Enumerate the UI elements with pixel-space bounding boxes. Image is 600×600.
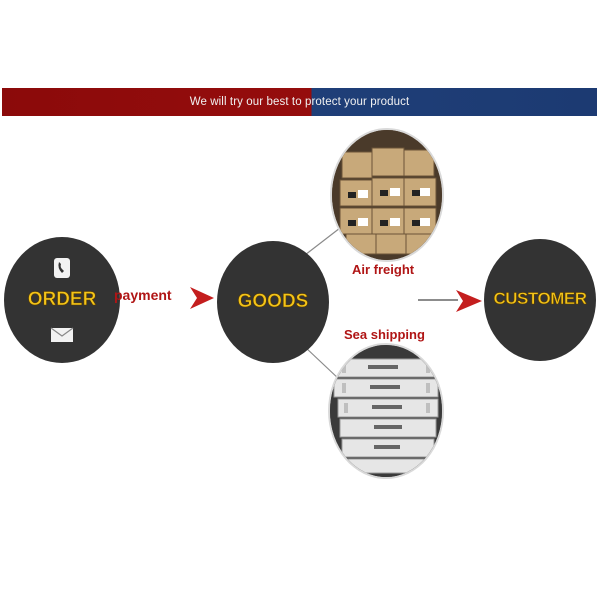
customer-arrow-head — [456, 290, 482, 312]
crates-image — [330, 345, 442, 477]
air-freight-photo — [330, 128, 444, 262]
payment-arrow — [190, 287, 214, 309]
cargo-boxes-image — [332, 130, 442, 260]
banner-text: We will try our best to protect your pro… — [189, 96, 410, 108]
order-label: ORDER — [27, 289, 97, 311]
sea-shipping-photo — [328, 343, 444, 479]
phone-icon — [54, 258, 70, 278]
order-node: ORDER — [4, 237, 120, 363]
banner: We will try our best to protect your pro… — [2, 88, 597, 116]
sea-shipping-label: Sea shipping — [344, 327, 425, 342]
air-freight-label: Air freight — [352, 262, 415, 277]
mail-icon — [50, 327, 74, 342]
payment-label: payment — [114, 287, 172, 303]
goods-label: GOODS — [237, 291, 309, 313]
customer-label: CUSTOMER — [493, 289, 587, 309]
goods-node: GOODS — [217, 241, 329, 363]
sea-connector — [304, 346, 341, 381]
air-connector — [304, 227, 341, 256]
customer-node: CUSTOMER — [484, 239, 596, 361]
